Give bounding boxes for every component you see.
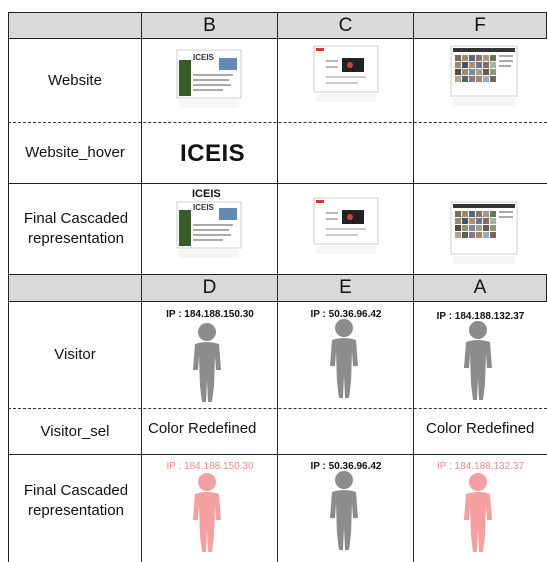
- final-ip-d: IP : 184.188.150.30: [166, 461, 254, 472]
- row-label-website-hover: Website_hover: [25, 144, 125, 161]
- person-icon-final-a: [464, 473, 492, 552]
- final-thumbnail-b: ICEIS: [176, 201, 242, 258]
- row-label-visitor: Visitor: [54, 346, 96, 363]
- visitor-ip-e: IP : 50.36.96.42: [310, 309, 382, 320]
- visitor-ip-a: IP : 184.188.132.37: [436, 311, 525, 322]
- final-iceis-label: ICEIS: [192, 188, 221, 200]
- final-ip-e: IP : 50.36.96.42: [310, 461, 382, 472]
- website-thumbnail-c: [313, 45, 379, 102]
- final-thumbnail-c: [313, 197, 379, 254]
- header-col-a: A: [413, 274, 547, 302]
- row-label-final-top: Final Cascaded representation: [23, 210, 129, 247]
- header-col-b: B: [141, 12, 278, 39]
- header-col-c: C: [277, 12, 414, 39]
- person-icon-e: [330, 319, 358, 398]
- header-col-f: F: [413, 12, 547, 39]
- thumb-logo-text-final-b: ICEIS: [193, 203, 215, 212]
- person-icon-d: [193, 323, 221, 402]
- hover-iceis-text: ICEIS: [180, 140, 246, 167]
- visitor-sel-d: Color Redefined: [148, 420, 257, 437]
- final-ip-a: IP : 184.188.132.37: [436, 461, 525, 472]
- visitor-ip-d: IP : 184.188.150.30: [166, 309, 254, 320]
- header-col-e: E: [277, 274, 414, 302]
- row-label-website: Website: [48, 72, 102, 89]
- person-icon-a: [464, 321, 492, 400]
- website-thumbnail-f: [450, 45, 518, 106]
- row-label-final-bottom: Final Cascaded representation: [23, 482, 129, 519]
- person-icon-final-e: [330, 471, 358, 550]
- visitor-sel-a: Color Redefined: [426, 420, 535, 437]
- header-col-d: D: [141, 274, 278, 302]
- thumb-logo-text-b: ICEIS: [193, 53, 215, 62]
- header-blank-bottom: [8, 274, 142, 302]
- final-thumbnail-f: [450, 201, 518, 264]
- header-blank-top: [8, 12, 142, 39]
- website-thumbnail-b: ICEIS: [176, 49, 242, 108]
- person-icon-final-d: [193, 473, 221, 552]
- row-label-visitor-sel: Visitor_sel: [40, 422, 110, 440]
